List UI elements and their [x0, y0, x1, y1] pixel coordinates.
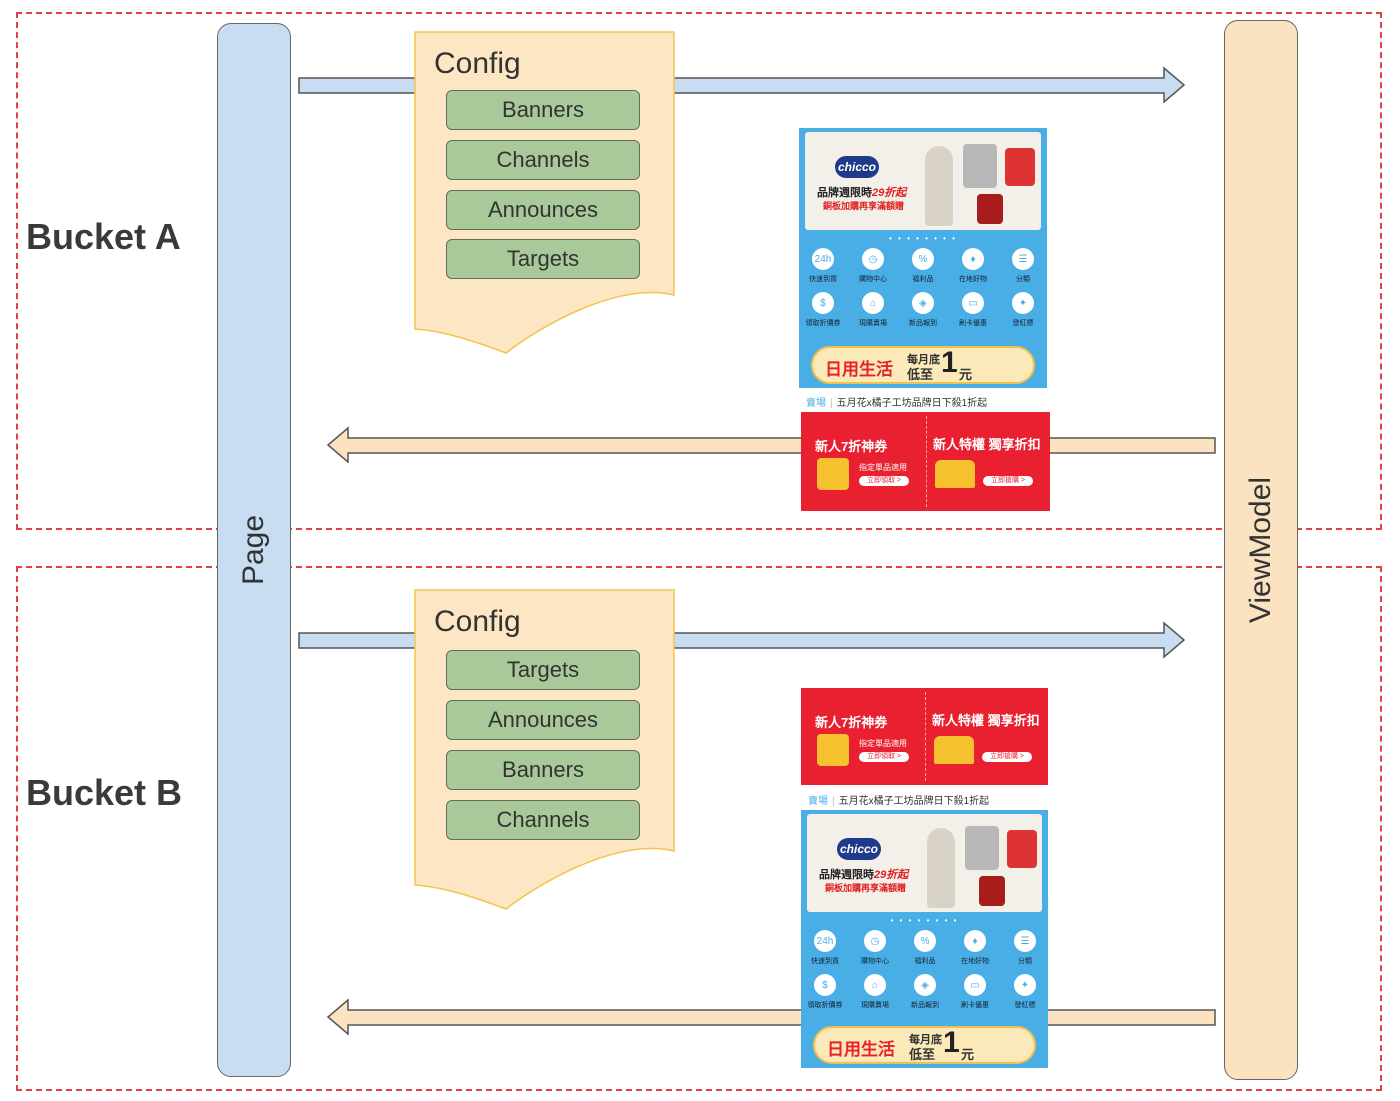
- config-item-targets: Targets: [446, 239, 640, 279]
- channel-local[interactable]: ♦在地好物: [949, 248, 997, 284]
- config-item-channels: Channels: [446, 800, 640, 840]
- config-title-b: Config: [434, 605, 521, 638]
- coupon-icon: $: [812, 292, 834, 314]
- channel-local[interactable]: ♦在地好物: [951, 930, 999, 966]
- channel-store[interactable]: ⌂現購賣場: [849, 292, 897, 328]
- announcement-bar-b[interactable]: 賣場|五月花x橘子工坊品牌日下殺1折起: [808, 796, 990, 807]
- page-label: Page: [237, 514, 270, 586]
- config-item-announces: Announces: [446, 700, 640, 740]
- store-icon: ⌂: [864, 974, 886, 996]
- arrow-viewmodel-to-page-b: [326, 998, 1218, 1038]
- credit-card-icon: ▭: [964, 974, 986, 996]
- config-item-announces: Announces: [446, 190, 640, 230]
- target-promo-a: 新人7折神券 指定單品適用 立即領取 > 新人特權 獨享折扣 立即搶購 >: [801, 412, 1050, 511]
- bucket-b-frame: [16, 566, 1382, 1091]
- carousel-dots[interactable]: • • • • • • • •: [889, 234, 957, 243]
- config-item-banners: Banners: [446, 90, 640, 130]
- bucket-a-label: Bucket A: [26, 216, 181, 257]
- app-banner-area-a: chicco 品牌週限時29折起 銅板加購再享滿額贈 • • • • • • •…: [799, 128, 1047, 388]
- box-icon: ◈: [914, 974, 936, 996]
- coupon-icon: $: [814, 974, 836, 996]
- ride-on-toy-image: [1007, 830, 1037, 868]
- page-pillar: Page: [217, 23, 291, 1077]
- fast-delivery-icon: 24h: [814, 930, 836, 952]
- brand-logo: chicco: [837, 838, 881, 860]
- channel-category[interactable]: ☰分類: [999, 248, 1047, 284]
- channel-gift[interactable]: ✦發紅標: [1001, 974, 1048, 1010]
- config-item-channels: Channels: [446, 140, 640, 180]
- channel-card[interactable]: ▭刷卡優惠: [949, 292, 997, 328]
- hero-subline: 銅板加購再享滿額贈: [823, 201, 905, 211]
- config-item-targets: Targets: [446, 650, 640, 690]
- gift-icon: ✦: [1012, 292, 1034, 314]
- store-icon: ⌂: [862, 292, 884, 314]
- new-user-coupon[interactable]: 新人7折神券 指定單品適用 立即領取 >: [801, 412, 925, 511]
- config-title-a: Config: [434, 47, 521, 80]
- channel-coupon[interactable]: $領取折價券: [801, 974, 849, 1010]
- channel-mall[interactable]: ◷購物中心: [849, 248, 897, 284]
- hero-model-image: [925, 146, 953, 226]
- channel-outlet[interactable]: %福利品: [899, 248, 947, 284]
- hero-subline: 銅板加購再享滿額贈: [825, 883, 907, 893]
- channel-card[interactable]: ▭刷卡優惠: [951, 974, 999, 1010]
- percent-icon: %: [912, 248, 934, 270]
- channel-store[interactable]: ⌂現購賣場: [851, 974, 899, 1010]
- new-user-special[interactable]: 新人特權 獨享折扣 立即搶購 >: [924, 688, 1048, 785]
- list-icon: ☰: [1014, 930, 1036, 952]
- target-promo-b: 新人7折神券 指定單品適用 立即領取 > 新人特權 獨享折扣 立即搶購 >: [801, 688, 1048, 785]
- car-seat-image: [977, 194, 1003, 224]
- new-user-special[interactable]: 新人特權 獨享折扣 立即搶購 >: [925, 412, 1050, 511]
- bucket-b-label: Bucket B: [26, 772, 183, 813]
- config-document-a: Config Banners Channels Announces Target…: [414, 31, 676, 361]
- channel-coupon[interactable]: $領取折價券: [799, 292, 847, 328]
- hero-model-image: [927, 828, 955, 908]
- stroller-image: [963, 144, 997, 188]
- hero-headline: 品牌週限時29折起: [819, 869, 909, 881]
- list-icon: ☰: [1012, 248, 1034, 270]
- channel-mall[interactable]: ◷購物中心: [851, 930, 899, 966]
- daily-living-banner[interactable]: 日用生活 每月底 低至 1 元: [813, 1026, 1036, 1064]
- channel-category[interactable]: ☰分類: [1001, 930, 1048, 966]
- ride-on-toy-image: [1005, 148, 1035, 186]
- credit-card-icon: ▭: [962, 292, 984, 314]
- announcement-bar-a[interactable]: 賣場|五月花x橘子工坊品牌日下殺1折起: [806, 398, 988, 409]
- gift-icon: ✦: [1014, 974, 1036, 996]
- shopping-bag-icon: [817, 458, 849, 490]
- hero-banner[interactable]: chicco 品牌週限時29折起 銅板加購再享滿額贈: [805, 132, 1041, 230]
- arrow-viewmodel-to-page-a: [326, 426, 1218, 466]
- channel-gift[interactable]: ✦發紅標: [999, 292, 1047, 328]
- percent-icon: %: [914, 930, 936, 952]
- fast-delivery-icon: 24h: [812, 248, 834, 270]
- hero-banner[interactable]: chicco 品牌週限時29折起 銅板加購再享滿額贈: [807, 814, 1042, 912]
- shirt-icon: [934, 736, 974, 764]
- shopping-bag-icon: [817, 734, 849, 766]
- channel-outlet[interactable]: %福利品: [901, 930, 949, 966]
- carousel-dots[interactable]: • • • • • • • •: [890, 916, 959, 925]
- local-goods-icon: ♦: [962, 248, 984, 270]
- clock-icon: ◷: [864, 930, 886, 952]
- app-banner-area-b: chicco 品牌週限時29折起 銅板加購再享滿額贈 • • • • • • •…: [801, 810, 1048, 1068]
- channel-new[interactable]: ◈新品報到: [901, 974, 949, 1010]
- daily-living-banner[interactable]: 日用生活 每月底 低至 1 元: [811, 346, 1035, 384]
- new-user-coupon[interactable]: 新人7折神券 指定單品適用 立即領取 >: [801, 688, 924, 785]
- local-goods-icon: ♦: [964, 930, 986, 952]
- channel-new[interactable]: ◈新品報到: [899, 292, 947, 328]
- config-document-b: Config Targets Announces Banners Channel…: [414, 589, 676, 915]
- viewmodel-label: ViewModel: [1244, 476, 1277, 624]
- clock-icon: ◷: [862, 248, 884, 270]
- shirt-icon: [935, 460, 975, 488]
- hero-headline: 品牌週限時29折起: [817, 187, 907, 199]
- brand-logo: chicco: [835, 156, 879, 178]
- stroller-image: [965, 826, 999, 870]
- viewmodel-pillar: ViewModel: [1224, 20, 1298, 1080]
- bucket-a-frame: [16, 12, 1382, 530]
- config-item-banners: Banners: [446, 750, 640, 790]
- box-icon: ◈: [912, 292, 934, 314]
- car-seat-image: [979, 876, 1005, 906]
